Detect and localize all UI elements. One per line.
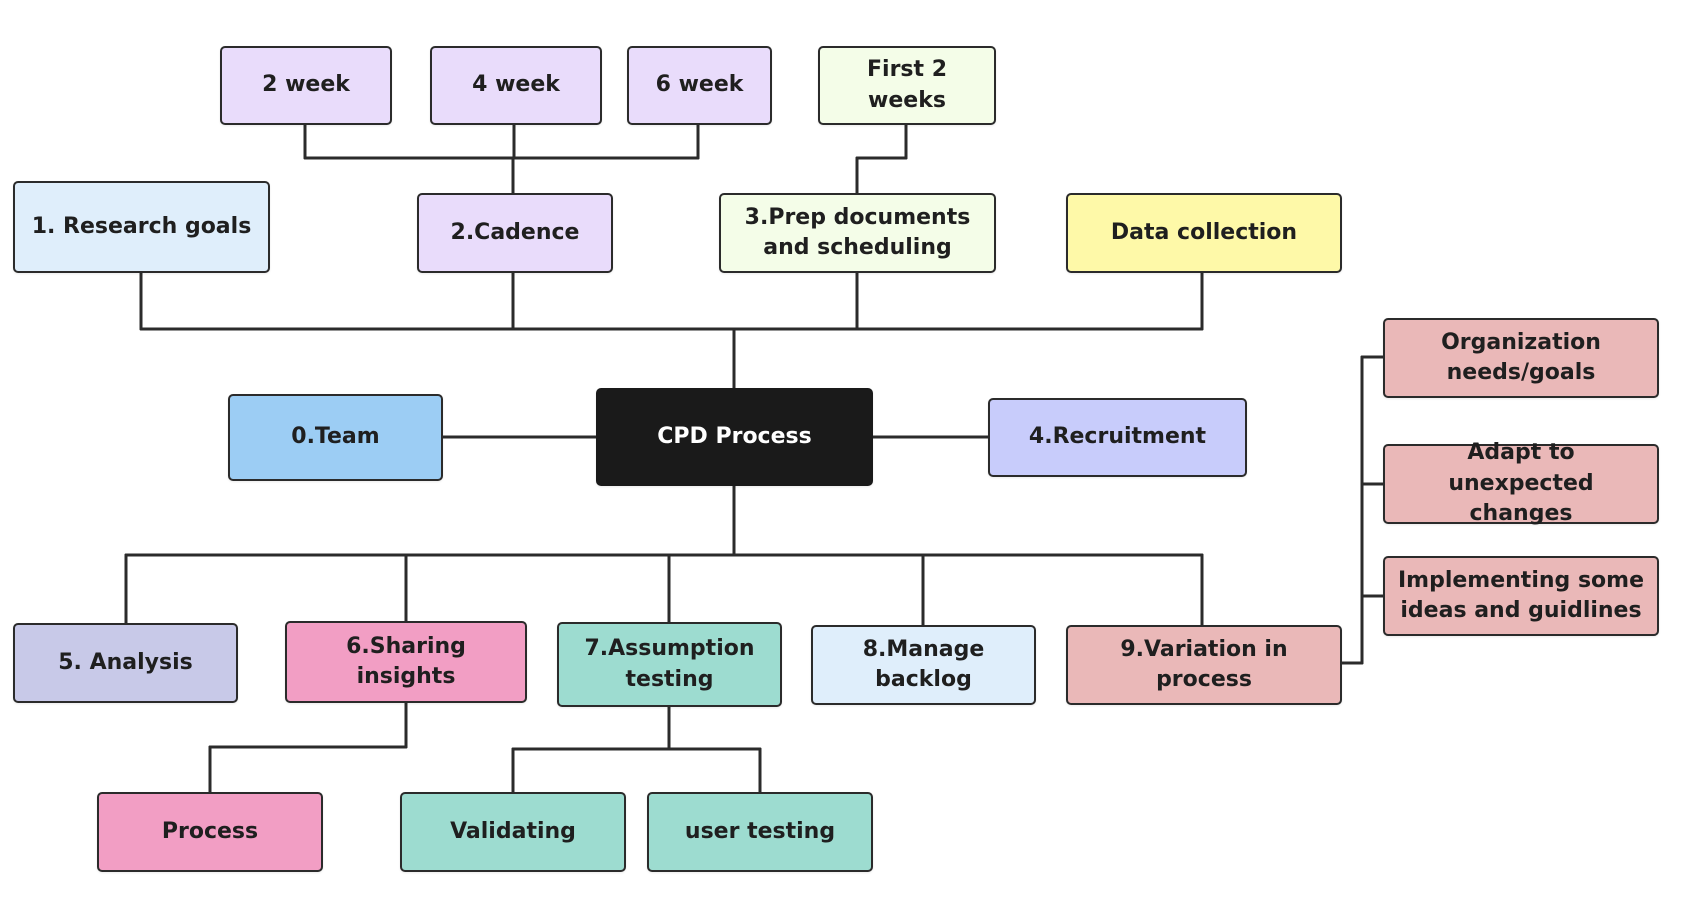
- node-sharing-insights[interactable]: 6.Sharing insights: [285, 621, 527, 703]
- node-label-line2: needs/goals: [1446, 360, 1596, 385]
- node-label-line2: and scheduling: [763, 235, 952, 260]
- node-label: First 2 weeks: [867, 57, 947, 113]
- node-cpd-process-center[interactable]: CPD Process: [596, 388, 873, 486]
- node-label: 4.Recruitment: [1028, 424, 1207, 450]
- node-manage-backlog[interactable]: 8.Manage backlog: [811, 625, 1036, 705]
- node-cadence[interactable]: 2.Cadence: [417, 193, 613, 273]
- node-label: 9.Variation in process: [1120, 636, 1288, 692]
- node-label-line1: 7.Assumption: [584, 636, 755, 662]
- node-label: user testing: [684, 818, 836, 844]
- node-label: Data collection: [1110, 219, 1298, 245]
- node-2-week[interactable]: 2 week: [220, 46, 392, 125]
- node-label: 2.Cadence: [450, 219, 580, 245]
- node-label-line1: Organization: [1441, 329, 1601, 355]
- node-label: 6 week: [655, 72, 744, 98]
- node-organization-needs[interactable]: Organization needs/goals: [1383, 318, 1659, 398]
- node-data-collection[interactable]: Data collection: [1066, 193, 1342, 273]
- node-label-line1: 8.Manage: [862, 636, 985, 662]
- node-research-goals[interactable]: 1. Research goals: [13, 181, 270, 273]
- node-label-line2: changes: [1469, 501, 1573, 527]
- node-team[interactable]: 0.Team: [228, 394, 443, 481]
- node-label: Validating: [450, 818, 576, 844]
- node-validating[interactable]: Validating: [400, 792, 626, 872]
- node-label-line2: backlog: [875, 667, 972, 692]
- node-label-line2: testing: [625, 666, 714, 692]
- node-process[interactable]: Process: [97, 792, 323, 872]
- node-label: Process: [161, 818, 259, 844]
- node-assumption-testing[interactable]: 7.Assumption testing: [557, 622, 782, 707]
- node-prep-documents[interactable]: 3.Prep documents and scheduling: [719, 193, 996, 273]
- node-recruitment[interactable]: 4.Recruitment: [988, 398, 1247, 477]
- node-user-testing[interactable]: user testing: [647, 792, 873, 872]
- node-label: 6.Sharing insights: [346, 633, 466, 689]
- node-label-line1: 3.Prep documents: [744, 204, 971, 230]
- node-implementing-ideas[interactable]: Implementing some ideas and guidlines: [1383, 556, 1659, 636]
- node-label: 1. Research goals: [31, 213, 252, 239]
- node-label-line1: Adapt to unexpected: [1448, 440, 1594, 496]
- node-first-2-weeks[interactable]: First 2 weeks: [818, 46, 996, 125]
- node-label: 5. Analysis: [58, 649, 193, 675]
- node-label-line1: Implementing some: [1397, 567, 1644, 593]
- node-variation-in-process[interactable]: 9.Variation in process: [1066, 625, 1342, 705]
- node-label: 4 week: [472, 72, 560, 98]
- node-label-line2: ideas and guidlines: [1400, 598, 1642, 623]
- node-analysis[interactable]: 5. Analysis: [13, 623, 238, 703]
- node-6-week[interactable]: 6 week: [627, 46, 772, 125]
- node-label: 0.Team: [291, 424, 380, 450]
- node-label: 2 week: [262, 72, 350, 98]
- node-4-week[interactable]: 4 week: [430, 46, 602, 125]
- node-label: CPD Process: [657, 423, 812, 449]
- node-adapt-to-changes[interactable]: Adapt to unexpected changes: [1383, 440, 1659, 526]
